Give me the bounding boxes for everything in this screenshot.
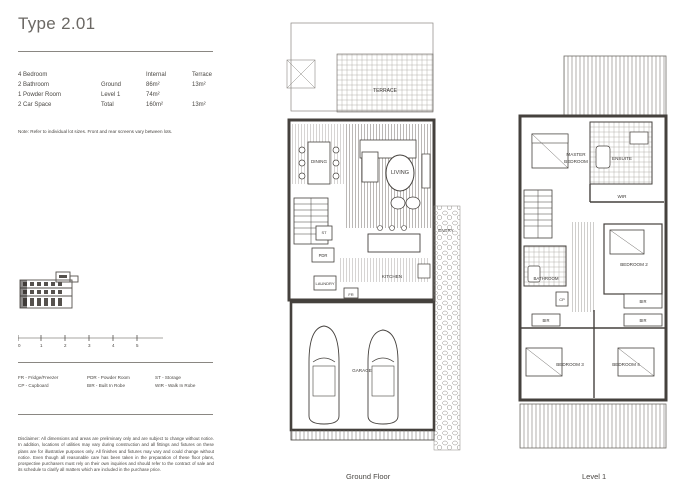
- label-bir-3: BIR: [640, 318, 647, 323]
- label-fr: FR: [348, 292, 353, 297]
- divider-top: [18, 51, 213, 52]
- spec-row-powder: 1 Powder Room: [18, 92, 62, 98]
- spec-ground-terrace: 13m²: [192, 82, 206, 88]
- spec-level1-internal: 74m²: [146, 92, 160, 98]
- spec-row-bedrooms: 4 Bedroom: [18, 72, 48, 78]
- label-terrace: TERRACE: [373, 88, 398, 94]
- scale-tick-4: 4: [112, 343, 115, 348]
- legend-fr: FR - Fridge/Freezer: [18, 375, 59, 380]
- label-st: ST: [321, 230, 327, 235]
- page-title: Type 2.01: [18, 14, 96, 33]
- spec-total-internal: 160m²: [146, 102, 164, 108]
- caption-level-1: Level 1: [582, 472, 607, 481]
- label-master-line1: MASTER: [566, 152, 586, 157]
- label-entry: ENTRY: [438, 228, 454, 233]
- label-living: LIVING: [391, 170, 409, 176]
- legend-bir: BIR - Built In Robe: [87, 383, 126, 388]
- level-1-plan: MASTER BEDROOM ENSUITE WIR BATHROOM CP B…: [518, 55, 668, 449]
- legend-pdr: PDR - Powder Room: [87, 375, 130, 380]
- ground-floor-plan: TERRACE DINING LIVING ST PDR KITCHEN LAU…: [286, 22, 461, 451]
- label-bedroom-2: BEDROOM 2: [620, 262, 648, 267]
- label-wir: WIR: [618, 194, 628, 199]
- scale-tick-5: 5: [136, 343, 139, 348]
- label-garage: GARAGE: [352, 368, 372, 373]
- legend-wir: WIR - Walk In Robe: [155, 383, 196, 388]
- label-ensuite: ENSUITE: [612, 156, 632, 161]
- spec-level-ground: Ground: [101, 82, 122, 88]
- scale-bar: [18, 335, 163, 341]
- spec-header-internal: Internal: [146, 72, 167, 78]
- divider-legend-bottom: [18, 414, 213, 415]
- spec-total-terrace: 13m²: [192, 102, 206, 108]
- scale-tick-1: 1: [40, 343, 43, 348]
- lot-note: Note: Refer to individual lot sizes. Fro…: [18, 129, 173, 134]
- spec-header-terrace: Terrace: [192, 72, 213, 78]
- label-bir-2: BIR: [543, 318, 550, 323]
- label-master-line2: BEDROOM: [564, 159, 588, 164]
- label-pdr: PDR: [319, 253, 328, 258]
- label-bedroom-3: BEDROOM 3: [556, 362, 584, 367]
- legend-st: ST - Storage: [155, 375, 181, 380]
- disclaimer-text: Disclaimer: All dimensions and areas are…: [18, 436, 214, 473]
- scale-tick-3: 3: [88, 343, 91, 348]
- spec-row-car: 2 Car Space: [18, 102, 52, 108]
- divider-legend-top: [18, 362, 213, 363]
- caption-ground-floor: Ground Floor: [346, 472, 391, 481]
- scale-tick-2: 2: [64, 343, 67, 348]
- label-cp: CP: [559, 297, 565, 302]
- key-plan-thumbnail: [19, 271, 79, 309]
- label-laundry: LAUNDRY: [315, 281, 334, 286]
- label-bir-1: BIR: [640, 299, 647, 304]
- spec-row-bathrooms: 2 Bathroom: [18, 82, 50, 88]
- label-dining: DINING: [311, 159, 328, 164]
- label-bathroom: BATHROOM: [533, 276, 558, 281]
- scale-tick-0: 0: [18, 343, 21, 348]
- legend-cp: CP - Cupboard: [18, 383, 49, 388]
- spec-ground-internal: 86m²: [146, 82, 160, 88]
- label-bedroom-4: BEDROOM 4: [612, 362, 640, 367]
- spec-level-1: Level 1: [101, 92, 121, 98]
- spec-level-total: Total: [101, 102, 114, 108]
- label-kitchen: KITCHEN: [382, 274, 402, 279]
